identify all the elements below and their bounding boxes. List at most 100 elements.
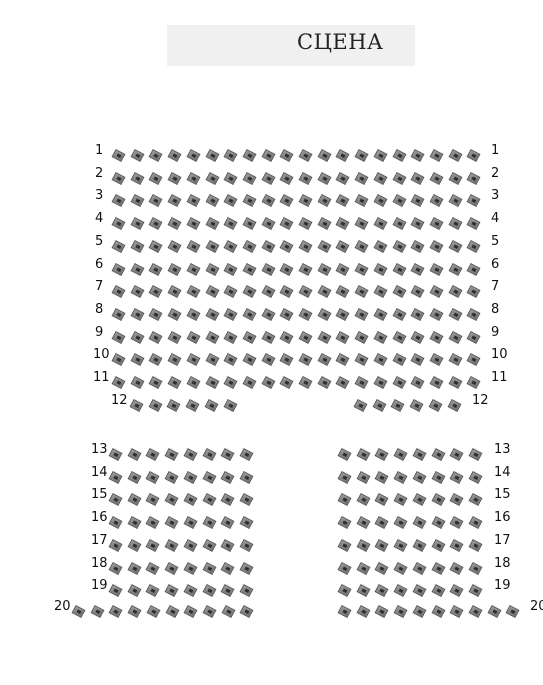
seat[interactable] (410, 239, 425, 253)
seat[interactable] (279, 194, 294, 208)
seat[interactable] (205, 217, 219, 231)
seat[interactable] (409, 398, 424, 413)
seat[interactable] (202, 604, 217, 619)
seat[interactable] (449, 516, 464, 530)
seat[interactable] (468, 447, 483, 462)
seat[interactable] (186, 171, 201, 185)
seat[interactable] (148, 330, 163, 344)
seat[interactable] (354, 375, 369, 390)
seat[interactable] (373, 217, 388, 231)
seat[interactable] (466, 307, 481, 321)
seat[interactable] (167, 307, 182, 321)
seat[interactable] (239, 538, 254, 552)
seat[interactable] (148, 375, 163, 390)
seat[interactable] (354, 239, 369, 253)
seat[interactable] (335, 217, 350, 231)
seat[interactable] (410, 330, 425, 344)
seat[interactable] (130, 239, 145, 253)
seat[interactable] (448, 353, 463, 367)
seat[interactable] (127, 470, 142, 484)
seat[interactable] (448, 307, 463, 321)
seat[interactable] (354, 262, 369, 276)
seat[interactable] (431, 470, 445, 484)
seat[interactable] (468, 584, 483, 598)
seat[interactable] (148, 148, 163, 163)
seat[interactable] (165, 604, 179, 619)
seat[interactable] (167, 148, 182, 163)
seat[interactable] (412, 470, 427, 484)
seat[interactable] (223, 239, 238, 253)
seat[interactable] (202, 561, 216, 575)
seat[interactable] (129, 398, 144, 413)
seat[interactable] (390, 398, 405, 413)
seat[interactable] (205, 171, 219, 185)
seat[interactable] (337, 584, 352, 598)
seat[interactable] (242, 171, 257, 185)
seat[interactable] (261, 285, 276, 299)
seat[interactable] (317, 330, 332, 344)
seat[interactable] (242, 217, 257, 231)
seat[interactable] (167, 217, 182, 231)
seat[interactable] (205, 307, 219, 321)
seat[interactable] (449, 538, 464, 552)
seat[interactable] (111, 285, 126, 299)
seat[interactable] (392, 171, 406, 185)
seat[interactable] (354, 307, 369, 321)
seat[interactable] (374, 561, 389, 575)
seat[interactable] (145, 493, 160, 507)
seat[interactable] (239, 561, 254, 575)
seat[interactable] (449, 604, 464, 619)
seat[interactable] (127, 561, 142, 575)
seat[interactable] (261, 239, 276, 253)
seat[interactable] (145, 561, 160, 575)
seat[interactable] (146, 604, 161, 619)
seat[interactable] (279, 353, 294, 367)
seat[interactable] (205, 262, 219, 276)
seat[interactable] (448, 239, 463, 253)
seat[interactable] (167, 171, 182, 185)
seat[interactable] (223, 330, 238, 344)
seat[interactable] (429, 148, 444, 163)
seat[interactable] (242, 285, 257, 299)
seat[interactable] (356, 493, 371, 507)
seat[interactable] (242, 239, 257, 253)
seat[interactable] (148, 285, 163, 299)
seat[interactable] (145, 447, 160, 462)
seat[interactable] (167, 262, 182, 276)
seat[interactable] (220, 584, 235, 598)
seat[interactable] (185, 398, 200, 413)
seat[interactable] (317, 171, 332, 185)
seat[interactable] (335, 148, 350, 163)
seat[interactable] (410, 217, 425, 231)
seat[interactable] (374, 493, 389, 507)
seat[interactable] (429, 285, 444, 299)
seat[interactable] (337, 561, 352, 575)
seat[interactable] (337, 470, 352, 484)
seat[interactable] (466, 353, 481, 367)
seat[interactable] (412, 447, 427, 462)
seat[interactable] (393, 561, 408, 575)
seat[interactable] (373, 262, 388, 276)
seat[interactable] (353, 398, 368, 413)
seat[interactable] (220, 447, 235, 462)
seat[interactable] (183, 470, 198, 484)
seat[interactable] (412, 493, 427, 507)
seat[interactable] (223, 307, 238, 321)
seat[interactable] (393, 604, 408, 619)
seat[interactable] (145, 470, 160, 484)
seat[interactable] (466, 239, 481, 253)
seat[interactable] (448, 194, 463, 208)
seat[interactable] (505, 604, 520, 619)
seat[interactable] (449, 493, 464, 507)
seat[interactable] (429, 171, 444, 185)
seat[interactable] (374, 584, 389, 598)
seat[interactable] (202, 584, 216, 598)
seat[interactable] (205, 239, 219, 253)
seat[interactable] (220, 538, 235, 552)
seat[interactable] (317, 148, 332, 163)
seat[interactable] (335, 239, 350, 253)
seat[interactable] (242, 262, 257, 276)
seat[interactable] (448, 375, 463, 390)
seat[interactable] (186, 285, 201, 299)
seat[interactable] (428, 398, 443, 413)
